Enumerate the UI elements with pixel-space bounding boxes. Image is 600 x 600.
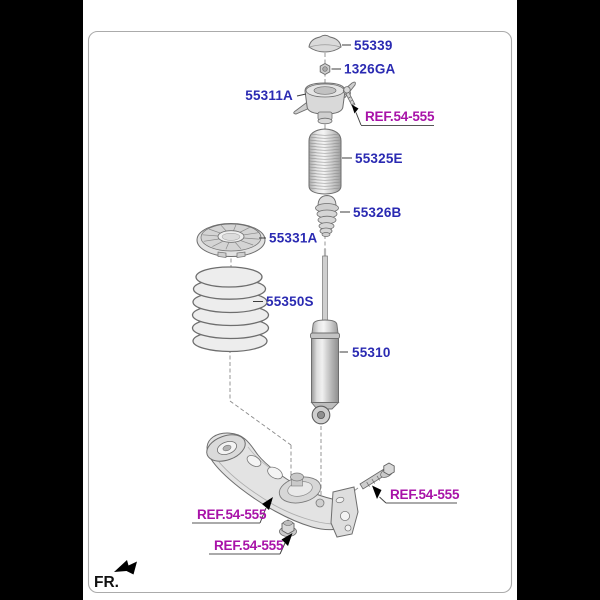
spring-pad-ribs bbox=[202, 224, 260, 250]
ref-callout-arm-nut[interactable]: REF.54-555 bbox=[209, 533, 293, 555]
part-label-55310[interactable]: 55310 bbox=[352, 345, 391, 360]
cap-part bbox=[308, 34, 342, 53]
ref-link-mount-bolt[interactable]: REF.54-555 bbox=[365, 109, 435, 124]
diagram-border bbox=[87, 30, 513, 594]
strut-mount-part bbox=[293, 81, 356, 125]
ref-arrow-icon bbox=[351, 104, 359, 114]
arm-bolt-part bbox=[359, 462, 395, 490]
arm-nut-part bbox=[279, 519, 297, 537]
lock-nut-part bbox=[319, 62, 331, 76]
ref-arrow-icon bbox=[372, 485, 382, 499]
front-marker-label: FR. bbox=[94, 574, 119, 591]
part-label-55325E[interactable]: 55325E bbox=[355, 151, 403, 166]
ref-arrow-icon bbox=[281, 533, 293, 546]
part-label-55311A[interactable]: 55311A bbox=[245, 88, 293, 103]
ref-arrow-icon bbox=[262, 497, 273, 510]
shock-absorber-part bbox=[310, 249, 340, 425]
mount-bolt-part bbox=[342, 86, 356, 107]
dust-cover-part bbox=[308, 128, 342, 195]
spring-pad-part bbox=[196, 223, 266, 258]
front-direction-marker: FR. bbox=[94, 560, 137, 591]
ref-callout-arm-bolt[interactable]: REF.54-555 bbox=[372, 485, 460, 504]
part-label-55331A[interactable]: 55331A bbox=[269, 231, 318, 246]
part-label-55339[interactable]: 55339 bbox=[354, 38, 393, 53]
part-label-1326GA[interactable]: 1326GA bbox=[344, 62, 396, 77]
part-label-55350S[interactable]: 55350S bbox=[266, 294, 314, 309]
ref-link-arm-bolt[interactable]: REF.54-555 bbox=[390, 487, 460, 502]
front-arrow-icon bbox=[114, 560, 137, 575]
part-label-55326B[interactable]: 55326B bbox=[353, 205, 402, 220]
leader-strut-mount bbox=[296, 93, 307, 97]
ref-callout-mount-bolt[interactable]: REF.54-555 bbox=[351, 104, 435, 126]
ref-link-arm-nut[interactable]: REF.54-555 bbox=[214, 538, 284, 553]
coil-spring-part bbox=[191, 266, 270, 353]
ref-callout-arm[interactable]: REF.54-555 bbox=[192, 497, 273, 524]
dust-cover-ribs bbox=[309, 133, 341, 190]
ref-link-arm[interactable]: REF.54-555 bbox=[197, 507, 267, 522]
lower-arm-part bbox=[206, 432, 359, 538]
bump-stopper-part bbox=[315, 195, 339, 237]
